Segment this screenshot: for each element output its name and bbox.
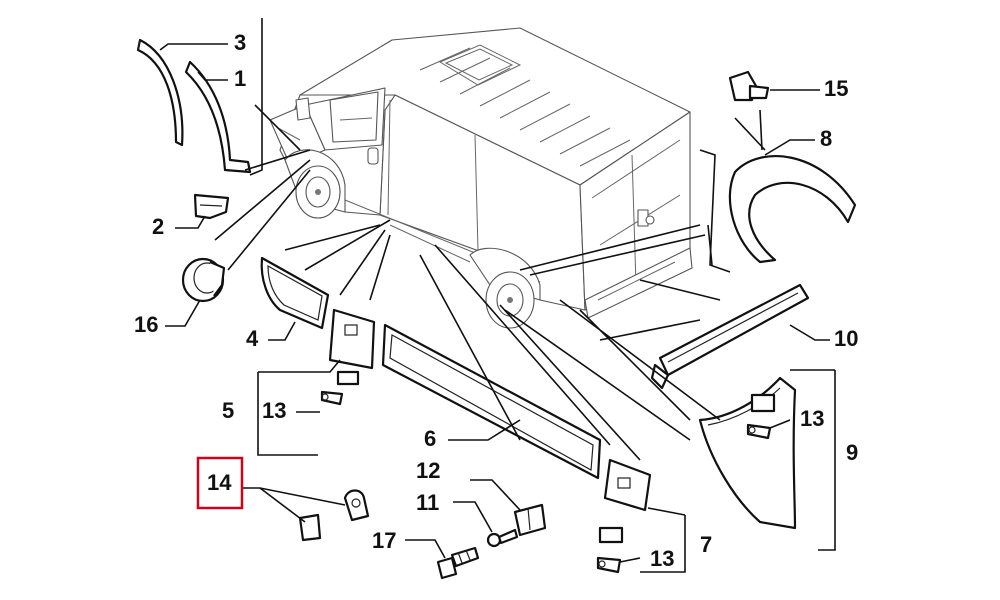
part-15-clip [728,70,770,102]
leader-lines [159,18,836,573]
label-13-c: 13 [650,546,674,571]
label-2: 2 [152,214,164,239]
label-13-a: 13 [262,398,286,423]
label-17: 17 [372,528,396,553]
label-8: 8 [820,126,832,151]
part-10-rear-bar [650,283,810,390]
part-4-side-panel [260,256,330,330]
label-9: 9 [846,440,858,465]
label-12: 12 [416,458,440,483]
part-17-push-rivet [436,546,480,580]
part-16-round-cap [181,257,226,303]
label-11: 11 [416,490,439,515]
van-illustration [269,27,693,329]
label-3: 3 [234,30,246,55]
part-1-wheel-arch-trim [184,60,252,174]
label-1: 1 [234,66,246,91]
label-6: 6 [424,426,436,451]
label-16: 16 [134,312,158,337]
part-labels: 3 1 15 8 2 16 4 10 5 13 13 6 9 12 14 11 … [134,30,858,571]
highlight-box [196,456,244,510]
label-5: 5 [222,398,234,423]
label-10: 10 [834,326,858,351]
part-12-bracket [513,503,547,537]
label-14: 14 [207,470,232,495]
part-2-trim-piece [193,193,230,220]
part-6-long-moulding [381,323,602,480]
label-4: 4 [246,326,259,351]
part-8-rear-arch-trim [728,154,857,264]
part-3-wheel-arch-trim [136,38,184,147]
part-11-screw [486,528,519,548]
label-13-b: 13 [800,406,824,431]
label-7: 7 [700,532,712,557]
part-5-small-panel [320,308,376,406]
part-9-rear-corner-panel [698,376,797,530]
label-15: 15 [824,76,848,101]
part-7-small-panel [596,458,652,574]
